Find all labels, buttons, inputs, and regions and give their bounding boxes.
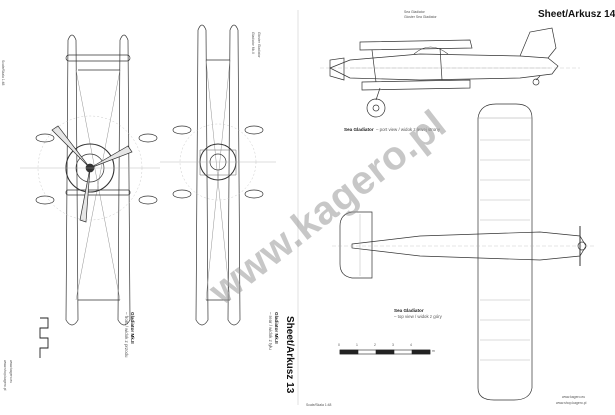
scale-label-1: 1 bbox=[356, 343, 358, 347]
technical-drawing bbox=[20, 10, 596, 405]
caption-rear: – rear / widok z tyłu bbox=[268, 312, 273, 350]
caption-front: – front / widok z przodu bbox=[124, 312, 129, 358]
scale-label-3: 3 bbox=[392, 343, 394, 347]
left-sheet-title: Sheet/Arkusz 13 bbox=[284, 316, 295, 394]
right-url-1: www.kagero.eu bbox=[562, 395, 586, 399]
caption-top: – top view / widok z góry bbox=[394, 314, 442, 319]
caption-rear-bold: Gladiator Mk.II bbox=[274, 312, 279, 344]
scale-unit: m bbox=[432, 349, 435, 353]
scale-label-0: 0 bbox=[338, 343, 340, 347]
right-url-2: www.shop.kagero.pl bbox=[556, 401, 587, 405]
rear-view-aircraft bbox=[160, 24, 276, 326]
caption-side: – port view / widok z lewej strony bbox=[376, 127, 440, 132]
top-view-aircraft bbox=[332, 103, 596, 401]
left-logo-text: Gladiator Mk.II bbox=[251, 32, 255, 55]
left-side-credit: Scale/Skala 1:48 bbox=[1, 60, 5, 86]
front-view-aircraft bbox=[20, 34, 160, 326]
right-logo-text: Sea Gladiator bbox=[404, 10, 425, 14]
right-scale-bar bbox=[339, 349, 431, 355]
right-logo-sub: Gloster Sea Gladiator bbox=[404, 15, 437, 19]
caption-side-bold: Sea Gladiator bbox=[344, 127, 374, 132]
right-sheet-title: Sheet/Arkusz 14 bbox=[538, 9, 615, 20]
scale-label-4: 4 bbox=[410, 343, 412, 347]
left-logo-sub: Gloster Gladiator bbox=[257, 32, 261, 58]
document-page: Scale/Skala 1:48 Gladiator Mk.II Gloster… bbox=[1, 9, 615, 407]
side-view-aircraft bbox=[320, 27, 580, 118]
left-scale-bar bbox=[39, 317, 49, 358]
left-url-2: www.shop.kagero.pl bbox=[3, 360, 7, 391]
left-url-1: www.kagero.eu bbox=[9, 360, 13, 384]
caption-front-bold: Gladiator Mk.II bbox=[130, 312, 135, 344]
caption-top-bold: Sea Gladiator bbox=[394, 308, 424, 313]
scale-label-2: 2 bbox=[374, 343, 376, 347]
right-bottom-left: Scale/Skala 1:48 bbox=[306, 403, 332, 407]
